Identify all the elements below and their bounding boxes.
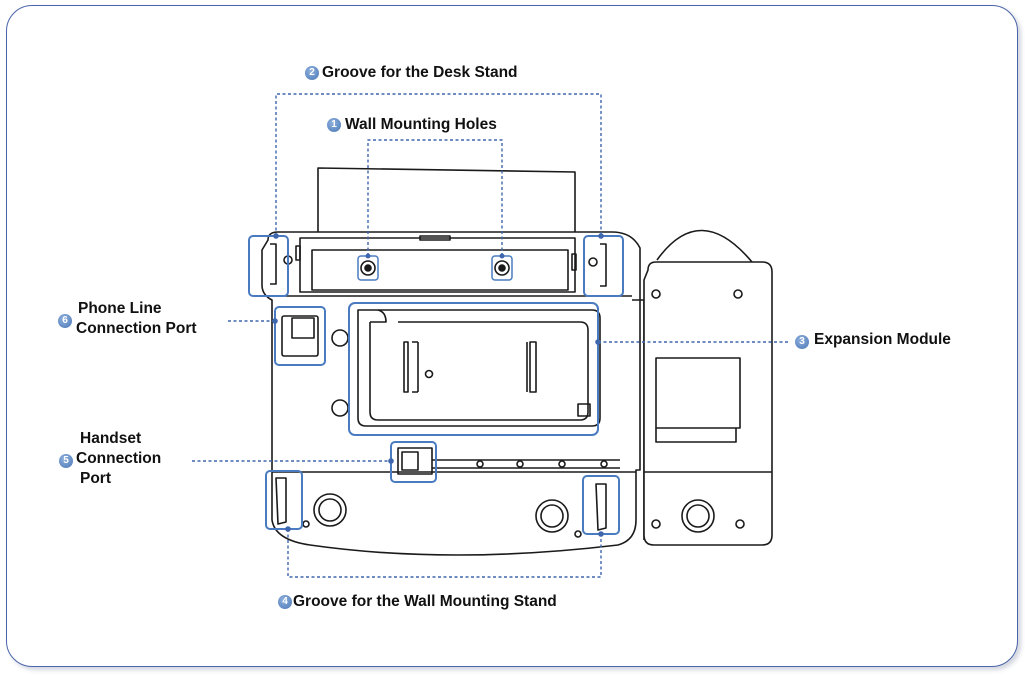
label-handset-port-line3: Port (80, 470, 111, 487)
wall-hole-left (360, 260, 376, 276)
callout-number-3: 3 (795, 335, 809, 349)
callout-number-2: 2 (305, 66, 319, 80)
label-desk-stand-groove: Groove for the Desk Stand (322, 64, 518, 81)
highlight-expansion-module (348, 302, 599, 436)
callout-number-1: 1 (327, 118, 341, 132)
handset-earpiece (656, 229, 753, 263)
label-wall-mounting-holes: Wall Mounting Holes (345, 116, 497, 133)
callout-line-wall-stand (287, 529, 602, 578)
label-expansion-module: Expansion Module (814, 331, 951, 348)
callout-number-6: 6 (58, 314, 72, 328)
highlight-wall-groove-left (265, 470, 303, 530)
callout-number-4: 4 (278, 595, 292, 609)
label-handset-port-line2: Connection (76, 450, 162, 467)
highlight-phone-line-port (274, 306, 326, 366)
wall-hole-right (494, 260, 510, 276)
highlight-desk-groove-left (248, 235, 289, 297)
phone-body (261, 231, 641, 556)
label-phone-line-port-line2: Connection Port (76, 320, 197, 337)
label-wall-mount-stand-groove: Groove for the Wall Mounting Stand (293, 593, 557, 610)
callout-number-5: 5 (59, 454, 73, 468)
label-handset-port-line1: Handset (80, 430, 142, 447)
label-phone-line-port-line1: Phone Line (78, 300, 162, 317)
handset-cradle (643, 261, 773, 546)
callout-line-desk-stand (275, 93, 602, 236)
callout-line-wall-holes (367, 139, 503, 256)
